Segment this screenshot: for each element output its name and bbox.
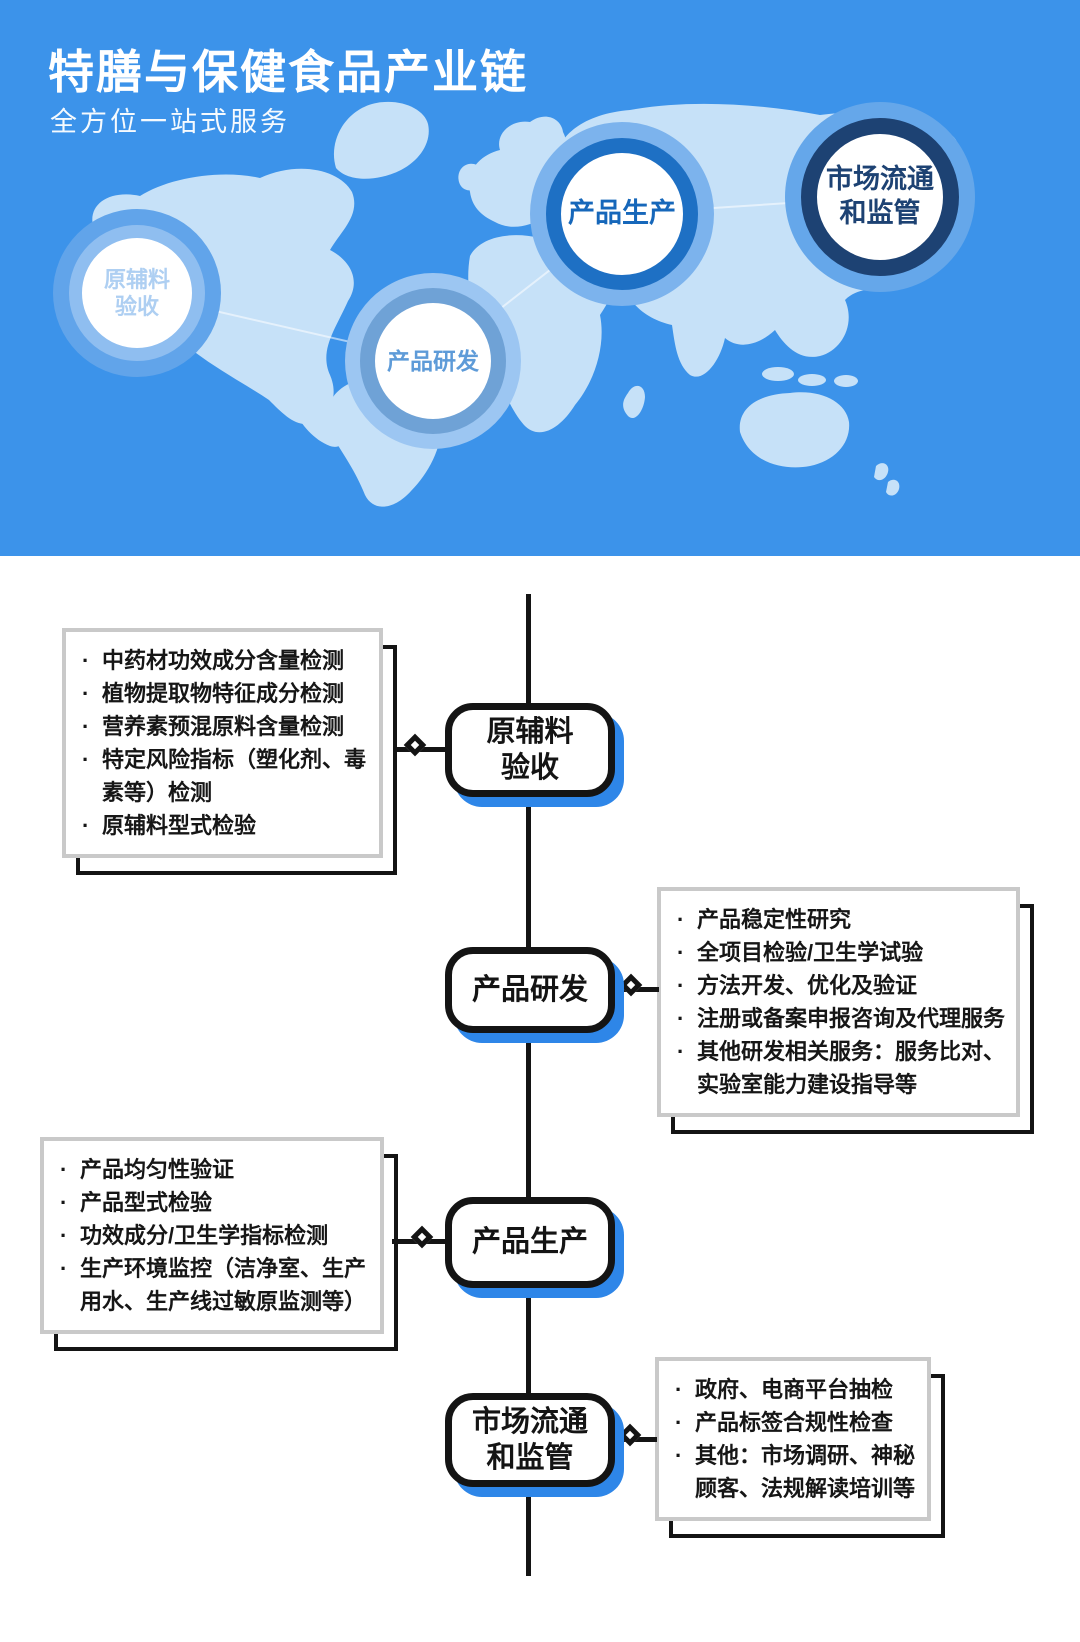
- panel-item: · 政府、电商平台抽检: [673, 1373, 917, 1406]
- panel-body: · 产品稳定性研究 · 全项目检验/卫生学试验 · 方法开发、优化及验证 · 注册或备案…: [657, 887, 1020, 1117]
- page-title: 特膳与保健食品产业链: [48, 46, 528, 98]
- bullet-marker: ·: [60, 1256, 68, 1281]
- bullet-marker: ·: [677, 907, 685, 932]
- map-node-product-rd: 产品研发: [360, 288, 506, 434]
- map-node-label: 产品生产: [568, 198, 676, 229]
- panel-item-text: 全项目检验/卫生学试验: [697, 940, 924, 965]
- panel-item: · 营养素预混原料含量检测: [80, 710, 369, 743]
- bullet-marker: ·: [675, 1377, 683, 1402]
- bullet-marker: ·: [82, 714, 90, 739]
- bullet-marker: ·: [677, 973, 685, 998]
- connector-diamond-icon: [619, 973, 643, 997]
- bullet-marker: ·: [82, 648, 90, 673]
- panel-item-text: 营养素预混原料含量检测: [102, 714, 345, 739]
- panel-item: · 植物提取物特征成分检测: [80, 677, 369, 710]
- panel-item: · 产品标签合规性检查: [673, 1406, 917, 1439]
- page-subtitle: 全方位一站式服务: [50, 107, 290, 137]
- flow-node-raw-material: 原辅料 验收: [445, 703, 615, 797]
- panel-item: · 生产环境监控（洁净室、生产用水、生产线过敏原监测等）: [58, 1252, 370, 1318]
- panel-item: · 其他研发相关服务：服务比对、实验室能力建设指导等: [675, 1035, 1006, 1101]
- bullet-marker: ·: [82, 747, 90, 772]
- panel-item: · 功效成分/卫生学指标检测: [58, 1219, 370, 1252]
- map-node-production: 产品生产: [546, 138, 698, 290]
- flow-spine-line: [526, 594, 531, 1576]
- flow-node-production: 产品生产: [445, 1197, 615, 1288]
- panel-item-text: 其他研发相关服务：服务比对、实验室能力建设指导等: [697, 1039, 1006, 1097]
- panel-item-text: 植物提取物特征成分检测: [102, 681, 345, 706]
- bullet-marker: ·: [60, 1157, 68, 1182]
- flow-node-market-supervision: 市场流通 和监管: [445, 1393, 615, 1487]
- panel-item-text: 生产环境监控（洁净室、生产用水、生产线过敏原监测等）: [80, 1256, 367, 1314]
- panel-body: · 政府、电商平台抽检 · 产品标签合规性检查 · 其他：市场调研、神秘顾客、法规解读…: [655, 1357, 931, 1521]
- panel-item: · 特定风险指标（塑化剂、毒素等）检测: [80, 743, 369, 809]
- panel-item-text: 中药材功效成分含量检测: [102, 648, 345, 673]
- panel-item-text: 原辅料型式检验: [102, 813, 257, 838]
- panel-item-text: 其他：市场调研、神秘顾客、法规解读培训等: [695, 1443, 916, 1501]
- flowchart: · 中药材功效成分含量检测 · 植物提取物特征成分检测 · 营养素预混原料含量检测 ·…: [0, 556, 1080, 1642]
- map-node-label: 市场流通 和监管: [826, 164, 934, 228]
- panel-item: · 全项目检验/卫生学试验: [675, 936, 1006, 969]
- panel-market-supervision: · 政府、电商平台抽检 · 产品标签合规性检查 · 其他：市场调研、神秘顾客、法规解读…: [655, 1357, 945, 1538]
- panel-item-text: 产品标签合规性检查: [695, 1410, 894, 1435]
- bullet-marker: ·: [82, 813, 90, 838]
- panel-item: · 注册或备案申报咨询及代理服务: [675, 1002, 1006, 1035]
- connector-diamond-icon: [618, 1423, 642, 1447]
- panel-product-rd: · 产品稳定性研究 · 全项目检验/卫生学试验 · 方法开发、优化及验证 · 注册或备案…: [657, 887, 1034, 1134]
- bullet-marker: ·: [60, 1223, 68, 1248]
- bullet-marker: ·: [675, 1443, 683, 1468]
- panel-item: · 方法开发、优化及验证: [675, 969, 1006, 1002]
- connector-diamond-icon: [403, 733, 427, 757]
- panel-item: · 产品均匀性验证: [58, 1153, 370, 1186]
- map-node-market-supervision: 市场流通 和监管: [801, 118, 959, 276]
- map-node-label: 产品研发: [387, 347, 479, 374]
- panel-item-text: 注册或备案申报咨询及代理服务: [697, 1006, 1006, 1031]
- panel-body: · 中药材功效成分含量检测 · 植物提取物特征成分检测 · 营养素预混原料含量检测 ·…: [62, 628, 383, 858]
- map-node-raw-material: 原辅料 验收: [69, 225, 205, 361]
- bullet-marker: ·: [677, 940, 685, 965]
- map-node-label: 原辅料 验收: [103, 266, 170, 320]
- bullet-marker: ·: [677, 1039, 685, 1064]
- flow-node-product-rd: 产品研发: [445, 947, 615, 1033]
- panel-item: · 产品型式检验: [58, 1186, 370, 1219]
- bullet-marker: ·: [60, 1190, 68, 1215]
- panel-item: · 中药材功效成分含量检测: [80, 644, 369, 677]
- map-node-links: [136, 196, 881, 363]
- bullet-marker: ·: [675, 1410, 683, 1435]
- panel-item-text: 功效成分/卫生学指标检测: [80, 1223, 329, 1248]
- panel-body: · 产品均匀性验证 · 产品型式检验 · 功效成分/卫生学指标检测 · 生产环境监控（洁…: [40, 1137, 384, 1334]
- panel-raw-material-acceptance: · 中药材功效成分含量检测 · 植物提取物特征成分检测 · 营养素预混原料含量检测 ·…: [62, 628, 397, 875]
- panel-item-text: 方法开发、优化及验证: [697, 973, 918, 998]
- panel-item-text: 特定风险指标（塑化剂、毒素等）检测: [102, 747, 367, 805]
- header-banner: 特膳与保健食品产业链 全方位一站式服务 原辅料 验收 产品研发 产品生产 市场流…: [0, 0, 1080, 556]
- bullet-marker: ·: [677, 1006, 685, 1031]
- panel-item-text: 政府、电商平台抽检: [695, 1377, 894, 1402]
- bullet-marker: ·: [82, 681, 90, 706]
- panel-item: · 其他：市场调研、神秘顾客、法规解读培训等: [673, 1439, 917, 1505]
- connector-diamond-icon: [410, 1225, 434, 1249]
- panel-item-text: 产品均匀性验证: [80, 1157, 235, 1182]
- panel-item: · 产品稳定性研究: [675, 903, 1006, 936]
- panel-item-text: 产品稳定性研究: [697, 907, 852, 932]
- panel-item: · 原辅料型式检验: [80, 809, 369, 842]
- panel-production: · 产品均匀性验证 · 产品型式检验 · 功效成分/卫生学指标检测 · 生产环境监控（洁…: [40, 1137, 398, 1351]
- panel-item-text: 产品型式检验: [80, 1190, 213, 1215]
